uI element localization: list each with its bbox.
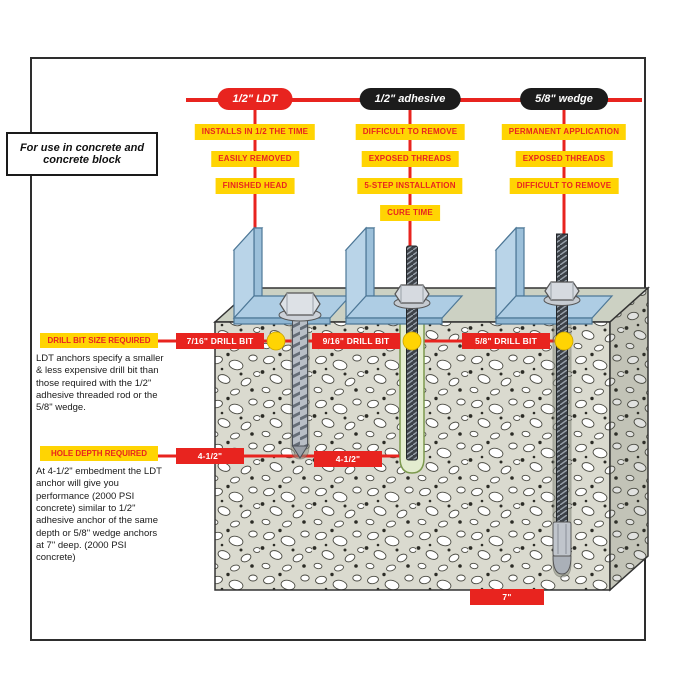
column-title-adhesive: 1/2" adhesive	[359, 88, 461, 110]
drill-bit-label-wedge: 5/8" DRILL BIT	[462, 333, 550, 349]
wedge-tag-1: PERMANENT APPLICATION	[501, 124, 627, 140]
drill-bit-size-heading: DRILL BIT SIZE REQUIRED	[40, 333, 158, 348]
depth-label-ldt: 4-1/2"	[176, 448, 244, 464]
ldt-tag-2: EASILY REMOVED	[211, 151, 299, 167]
depth-label-wedge: 7"	[470, 589, 544, 605]
depth-label-adhesive: 4-1/2"	[314, 451, 382, 467]
drill-bit-label-ldt: 7/16" DRILL BIT	[176, 333, 264, 349]
hole-depth-heading: HOLE DEPTH REQUIRED	[40, 446, 158, 461]
adhesive-tag-2: EXPOSED THREADS	[361, 151, 459, 167]
ldt-tag-3: FINISHED HEAD	[215, 178, 295, 194]
drill-bit-size-body: LDT anchors specify a smaller & less exp…	[36, 353, 164, 414]
drill-bit-label-adhesive: 9/16" DRILL BIT	[312, 333, 400, 349]
usage-note: For use in concrete and concrete block	[6, 132, 158, 176]
wedge-tag-3: DIFFICULT TO REMOVE	[509, 178, 619, 194]
usage-note-text: For use in concrete and concrete block	[19, 142, 145, 166]
adhesive-tag-4: CURE TIME	[380, 205, 440, 221]
wedge-tag-2: EXPOSED THREADS	[515, 151, 613, 167]
column-title-ldt: 1/2" LDT	[217, 88, 293, 110]
hole-depth-body: At 4-1/2" embedment the LDT anchor will …	[36, 466, 162, 564]
adhesive-tag-1: DIFFICULT TO REMOVE	[355, 124, 465, 140]
column-title-wedge: 5/8" wedge	[520, 88, 608, 110]
ldt-tag-1: INSTALLS IN 1/2 THE TIME	[194, 124, 316, 140]
adhesive-tag-3: 5-STEP INSTALLATION	[357, 178, 463, 194]
